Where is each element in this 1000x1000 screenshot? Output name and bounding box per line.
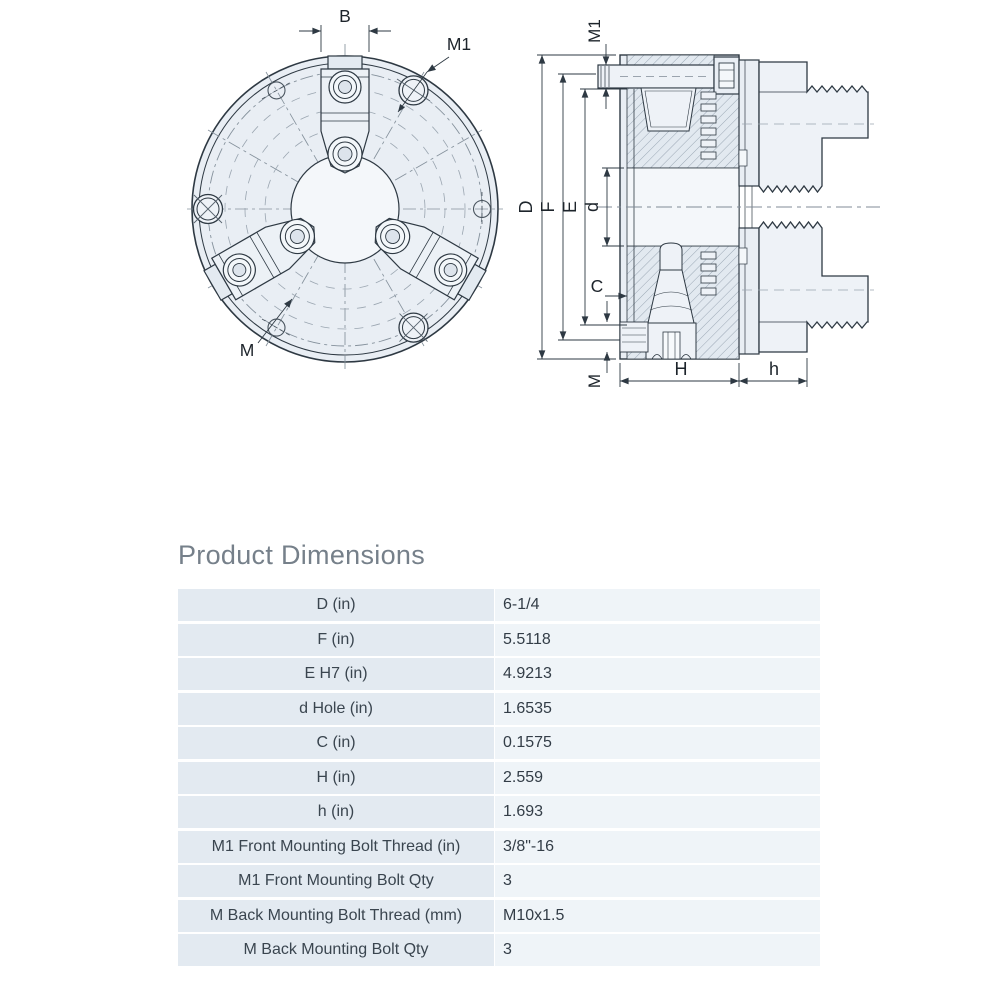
dimension-label: d Hole (in) [178, 692, 494, 725]
dim-m1-side: M1 [585, 19, 610, 109]
dimension-label: h (in) [178, 796, 494, 828]
svg-text:M1: M1 [585, 19, 604, 43]
m1-bolt-section [597, 56, 740, 95]
table-row: d Hole (in) 1.6535 [178, 692, 820, 725]
dimension-value: 5.5118 [495, 623, 820, 656]
front-view: B M1 M [187, 6, 503, 372]
table-row: F (in) 5.5118 [178, 623, 820, 656]
dim-b: B [299, 6, 391, 52]
scroll-teeth [700, 91, 717, 296]
dimension-value: 1.693 [495, 796, 820, 828]
table-row: D (in) 6-1/4 [178, 589, 820, 621]
m1-label: M1 [447, 34, 471, 54]
dimension-label: C (in) [178, 727, 494, 759]
table-row: h (in) 1.693 [178, 796, 820, 828]
m-mounting-holes [261, 81, 492, 337]
dim-h-body: H [619, 359, 740, 387]
svg-text:M: M [585, 374, 604, 388]
top-jaw-profile [758, 61, 869, 194]
svg-text:E: E [560, 201, 580, 213]
table-row: H (in) 2.559 [178, 761, 820, 794]
table-row: E H7 (in) 4.9213 [178, 658, 820, 690]
jaw-top [320, 55, 370, 174]
dim-m-side: M [585, 301, 611, 388]
table-row: C (in) 0.1575 [178, 727, 820, 759]
side-section-view: D F E d M1 C M [516, 19, 880, 388]
dimension-label: F (in) [178, 623, 494, 656]
section-title: Product Dimensions [178, 540, 426, 570]
product-dimensions-section: Product Dimensions D (in) 6-1/4 F (in) 5… [178, 540, 820, 966]
svg-text:C: C [591, 276, 604, 296]
table-row: M1 Front Mounting Bolt Qty 3 [178, 865, 820, 897]
m1-leader: M1 [397, 34, 471, 113]
table-row: M1 Front Mounting Bolt Thread (in) 3/8"-… [178, 830, 820, 863]
svg-text:H: H [675, 359, 688, 379]
dim-c: C [591, 276, 628, 300]
m-label: M [240, 340, 255, 360]
dimension-label: M1 Front Mounting Bolt Qty [178, 865, 494, 897]
svg-text:F: F [538, 202, 558, 213]
dimension-value: 3 [495, 934, 820, 966]
dim-f: F [538, 73, 620, 341]
pinion-section [645, 242, 697, 360]
dimension-value: M10x1.5 [495, 899, 820, 932]
dimension-value: 6-1/4 [495, 589, 820, 621]
dimension-value: 3/8"-16 [495, 830, 820, 863]
table-row: M Back Mounting Bolt Qty 3 [178, 934, 820, 966]
dim-e: E [560, 88, 627, 326]
dim-d-bore: d [582, 167, 624, 247]
dimension-value: 1.6535 [495, 692, 820, 725]
dim-h-jaws: h [738, 358, 808, 387]
dimension-label: H (in) [178, 761, 494, 794]
svg-text:D: D [516, 201, 536, 214]
m-leader: M [240, 298, 293, 360]
dimension-value: 2.559 [495, 761, 820, 794]
dimension-label: E H7 (in) [178, 658, 494, 690]
dimension-value: 0.1575 [495, 727, 820, 759]
dimension-label: M Back Mounting Bolt Qty [178, 934, 494, 966]
dim-d-outer: D [516, 54, 616, 360]
bottom-jaw-profile [758, 220, 869, 353]
svg-text:h: h [769, 359, 779, 379]
jaws-section [738, 59, 869, 355]
dimension-label: M1 Front Mounting Bolt Thread (in) [178, 830, 494, 863]
dimensions-table: D (in) 6-1/4 F (in) 5.5118 E H7 (in) 4.9… [178, 589, 820, 966]
dim-b-label: B [339, 6, 351, 26]
dimension-value: 4.9213 [495, 658, 820, 690]
svg-text:d: d [582, 202, 602, 212]
scroll-recess [640, 87, 697, 132]
dimension-label: D (in) [178, 589, 494, 621]
dimension-label: M Back Mounting Bolt Thread (mm) [178, 899, 494, 932]
technical-drawing: B M1 M [187, 6, 880, 388]
table-row: M Back Mounting Bolt Thread (mm) M10x1.5 [178, 899, 820, 932]
m-bolt-hole-section [619, 321, 649, 353]
dimension-value: 3 [495, 865, 820, 897]
